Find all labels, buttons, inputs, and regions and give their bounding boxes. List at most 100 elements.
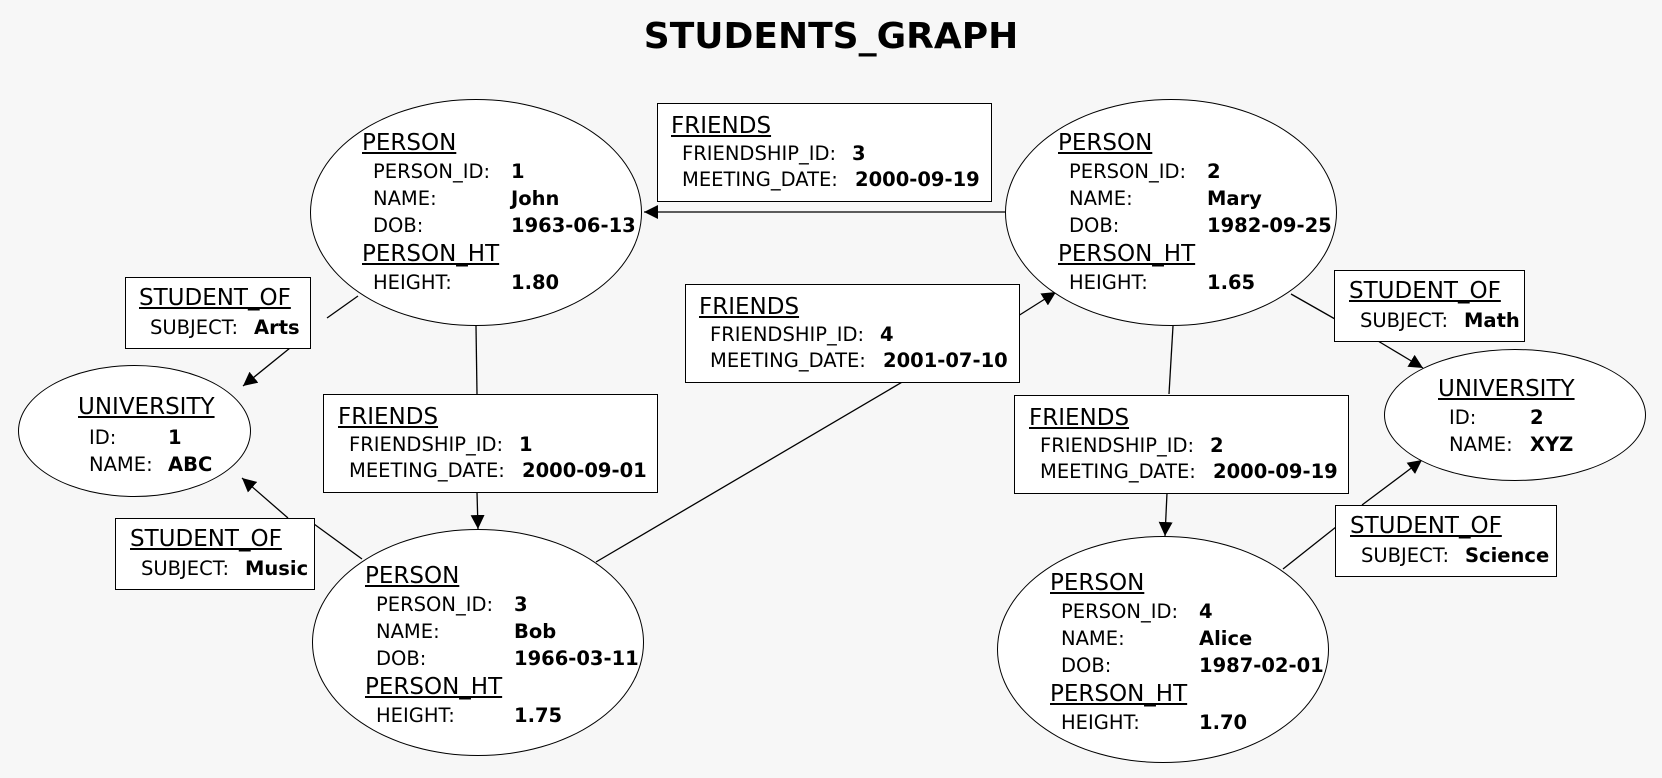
person-dob-value: 1966-03-11 [514,647,639,670]
edge-friends-1-b [470,491,485,530]
friendship-id-label: FRIENDSHIP_ID: [349,433,504,456]
person-ht-heading: PERSON_HT [365,674,503,700]
student-of-edge-label-arts[interactable]: STUDENT_OF SUBJECT: Arts [125,277,311,349]
subject-label: SUBJECT: [1361,544,1450,567]
friends-edge-label-3[interactable]: FRIENDS FRIENDSHIP_ID: 3 MEETING_DATE: 2… [657,103,992,202]
subject-value: Math [1464,309,1520,332]
person-name-label: NAME: [376,620,440,643]
person-id-label: PERSON_ID: [1061,600,1179,623]
person-ht-heading: PERSON_HT [362,241,500,267]
friends-heading: FRIENDS [699,294,800,320]
friendship-id-value: 4 [880,323,894,346]
person-node-bob[interactable]: PERSON PERSON_ID: 3 NAME: Bob DOB: 1966-… [312,529,644,756]
university-id-label: ID: [1449,406,1477,429]
student-of-heading: STUDENT_OF [130,526,282,552]
meeting-date-label: MEETING_DATE: [682,168,838,191]
person-heading: PERSON [362,130,457,156]
subject-label: SUBJECT: [150,316,239,339]
student-of-edge-label-science[interactable]: STUDENT_OF SUBJECT: Science [1335,505,1557,577]
student-of-heading: STUDENT_OF [1350,513,1502,539]
university-name-value: ABC [168,453,213,476]
person-dob-value: 1987-02-01 [1199,654,1324,677]
person-height-value: 1.80 [511,271,560,294]
university-heading: UNIVERSITY [78,394,215,420]
person-id-value: 3 [514,593,528,616]
friends-edge-label-2[interactable]: FRIENDS FRIENDSHIP_ID: 2 MEETING_DATE: 2… [1014,395,1349,494]
student-of-edge-label-math[interactable]: STUDENT_OF SUBJECT: Math [1334,270,1525,342]
person-dob-label: DOB: [1061,654,1112,677]
friendship-id-value: 1 [519,433,533,456]
edge-friends-4-b [1017,291,1057,317]
edge-friends-1-a [475,325,478,395]
meeting-date-label: MEETING_DATE: [349,459,505,482]
person-name-value: Mary [1207,187,1262,210]
friendship-id-value: 3 [852,142,866,165]
person-id-label: PERSON_ID: [376,593,494,616]
person-name-label: NAME: [1069,187,1133,210]
student-of-edge-label-music[interactable]: STUDENT_OF SUBJECT: Music [115,518,315,590]
friends-heading: FRIENDS [1029,405,1130,431]
university-name-label: NAME: [1449,433,1513,456]
edge-friends-4-a [595,380,905,563]
person-name-value: Bob [514,620,557,643]
person-name-label: NAME: [373,187,437,210]
university-heading: UNIVERSITY [1438,376,1575,402]
person-node-alice[interactable]: PERSON PERSON_ID: 4 NAME: Alice DOB: 198… [997,536,1329,763]
person-dob-label: DOB: [373,214,424,237]
person-name-value: John [511,187,560,210]
edge-friends-2-a [1168,325,1174,395]
university-id-value: 1 [168,426,182,449]
subject-label: SUBJECT: [1360,309,1449,332]
subject-label: SUBJECT: [141,557,230,580]
person-dob-value: 1982-09-25 [1207,214,1332,237]
university-id-value: 2 [1530,406,1544,429]
person-node-mary[interactable]: PERSON PERSON_ID: 2 NAME: Mary DOB: 1982… [1005,99,1337,326]
person-id-label: PERSON_ID: [373,160,491,183]
edge-student-of-math-a [1290,293,1336,320]
university-name-value: XYZ [1530,433,1574,456]
edge-friends-2-b [1158,492,1173,537]
person-name-label: NAME: [1061,627,1125,650]
friends-edge-label-1[interactable]: FRIENDS FRIENDSHIP_ID: 1 MEETING_DATE: 2… [323,394,658,493]
person-heading: PERSON [1050,570,1145,596]
person-id-label: PERSON_ID: [1069,160,1187,183]
person-height-value: 1.65 [1207,271,1256,294]
friends-heading: FRIENDS [338,404,439,430]
university-node-xyz[interactable]: UNIVERSITY ID: 2 NAME: XYZ [1384,349,1646,481]
subject-value: Music [245,557,309,580]
meeting-date-value: 2001-07-10 [883,349,1008,372]
edge-student-of-music-b [241,477,289,519]
university-node-abc[interactable]: UNIVERSITY ID: 1 NAME: ABC [18,365,251,497]
person-height-label: HEIGHT: [1069,271,1148,294]
person-heading: PERSON [1058,130,1153,156]
university-id-label: ID: [89,426,117,449]
student-of-heading: STUDENT_OF [139,285,291,311]
friendship-id-label: FRIENDSHIP_ID: [710,323,865,346]
edge-student-of-math-b [1377,340,1424,369]
subject-value: Arts [254,316,300,339]
person-node-john[interactable]: PERSON PERSON_ID: 1 NAME: John DOB: 1963… [310,99,642,326]
person-dob-value: 1963-06-13 [511,214,636,237]
edge-student-of-arts-a [326,295,359,319]
edge-student-of-music-a [313,523,363,560]
meeting-date-value: 2000-09-19 [855,168,980,191]
friendship-id-label: FRIENDSHIP_ID: [682,142,837,165]
person-id-value: 4 [1199,600,1213,623]
person-height-label: HEIGHT: [373,271,452,294]
meeting-date-label: MEETING_DATE: [1040,460,1196,483]
person-id-value: 2 [1207,160,1221,183]
diagram-title: STUDENTS_GRAPH [643,16,1019,57]
edge-student-of-science-a [1282,526,1337,570]
edge-student-of-arts-b [242,347,291,387]
person-height-value: 1.75 [514,704,563,727]
student-of-heading: STUDENT_OF [1349,278,1501,304]
meeting-date-value: 2000-09-19 [1213,460,1338,483]
friendship-id-value: 2 [1210,434,1224,457]
person-id-value: 1 [511,160,525,183]
friends-edge-label-4[interactable]: FRIENDS FRIENDSHIP_ID: 4 MEETING_DATE: 2… [685,284,1020,383]
friendship-id-label: FRIENDSHIP_ID: [1040,434,1195,457]
person-ht-heading: PERSON_HT [1050,681,1188,707]
person-ht-heading: PERSON_HT [1058,241,1196,267]
